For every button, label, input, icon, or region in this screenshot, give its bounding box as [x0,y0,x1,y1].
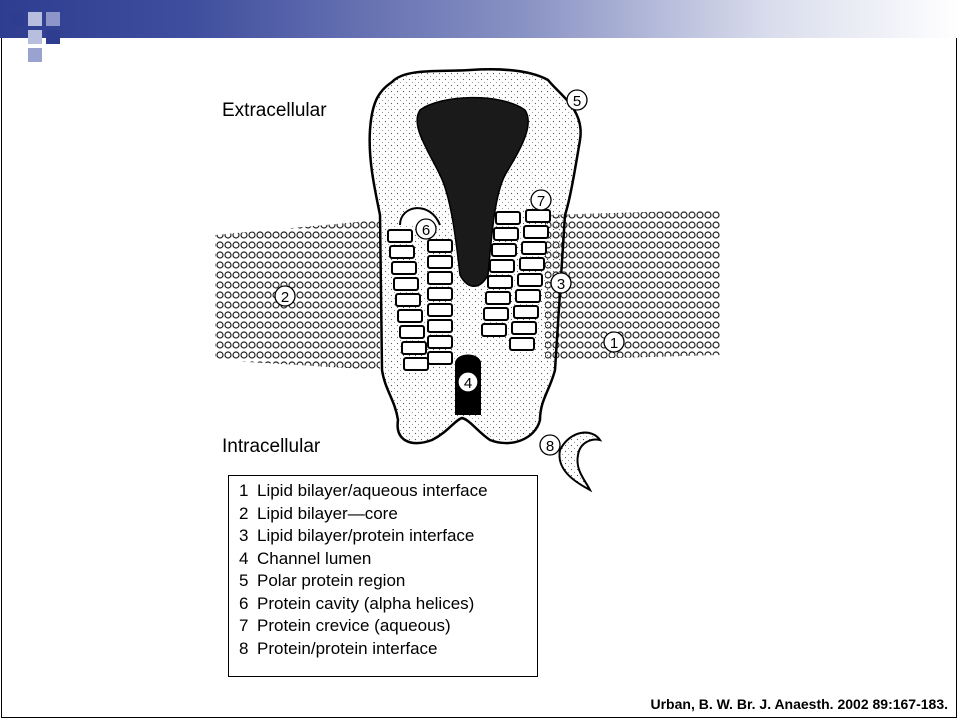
legend-item-text: Lipid bilayer—core [257,504,398,523]
legend-item-number: 1 [239,480,257,503]
marker-4-label: 4 [464,375,472,392]
marker-1: 1 [604,332,624,352]
marker-1-label: 1 [610,335,618,352]
lipid-bilayer-left [215,220,380,370]
legend-item-number: 6 [239,593,257,616]
marker-4: 4 [458,372,478,392]
extracellular-label: Extracellular [222,100,327,122]
legend-item-text: Protein cavity (alpha helices) [257,594,474,613]
legend-item-text: Lipid bilayer/aqueous interface [257,481,488,500]
legend-item-number: 4 [239,548,257,571]
marker-5: 5 [567,90,587,110]
marker-3-label: 3 [557,276,565,293]
legend-item-text: Polar protein region [257,571,405,590]
marker-8-label: 8 [546,438,554,455]
marker-2: 2 [275,286,295,306]
legend-item-text: Protein/protein interface [257,639,438,658]
legend-item-text: Lipid bilayer/protein interface [257,526,474,545]
citation: Urban, B. W. Br. J. Anaesth. 2002 89:167… [651,696,949,712]
marker-2-label: 2 [281,289,289,306]
marker-7-label: 7 [537,193,545,210]
marker-3: 3 [551,273,571,293]
marker-6-label: 6 [422,222,430,239]
legend-item-text: Channel lumen [257,549,371,568]
legend-item-number: 2 [239,503,257,526]
intracellular-label: Intracellular [222,436,320,458]
legend-item-text: Protein crevice (aqueous) [257,616,451,635]
legend-item-number: 5 [239,570,257,593]
legend-item-number: 3 [239,525,257,548]
marker-5-label: 5 [573,93,581,110]
marker-8: 8 [540,435,560,455]
marker-6: 6 [416,219,436,239]
legend-item-number: 8 [239,638,257,661]
legend-item-number: 7 [239,615,257,638]
marker-7: 7 [531,190,551,210]
adjacent-protein [559,433,600,490]
